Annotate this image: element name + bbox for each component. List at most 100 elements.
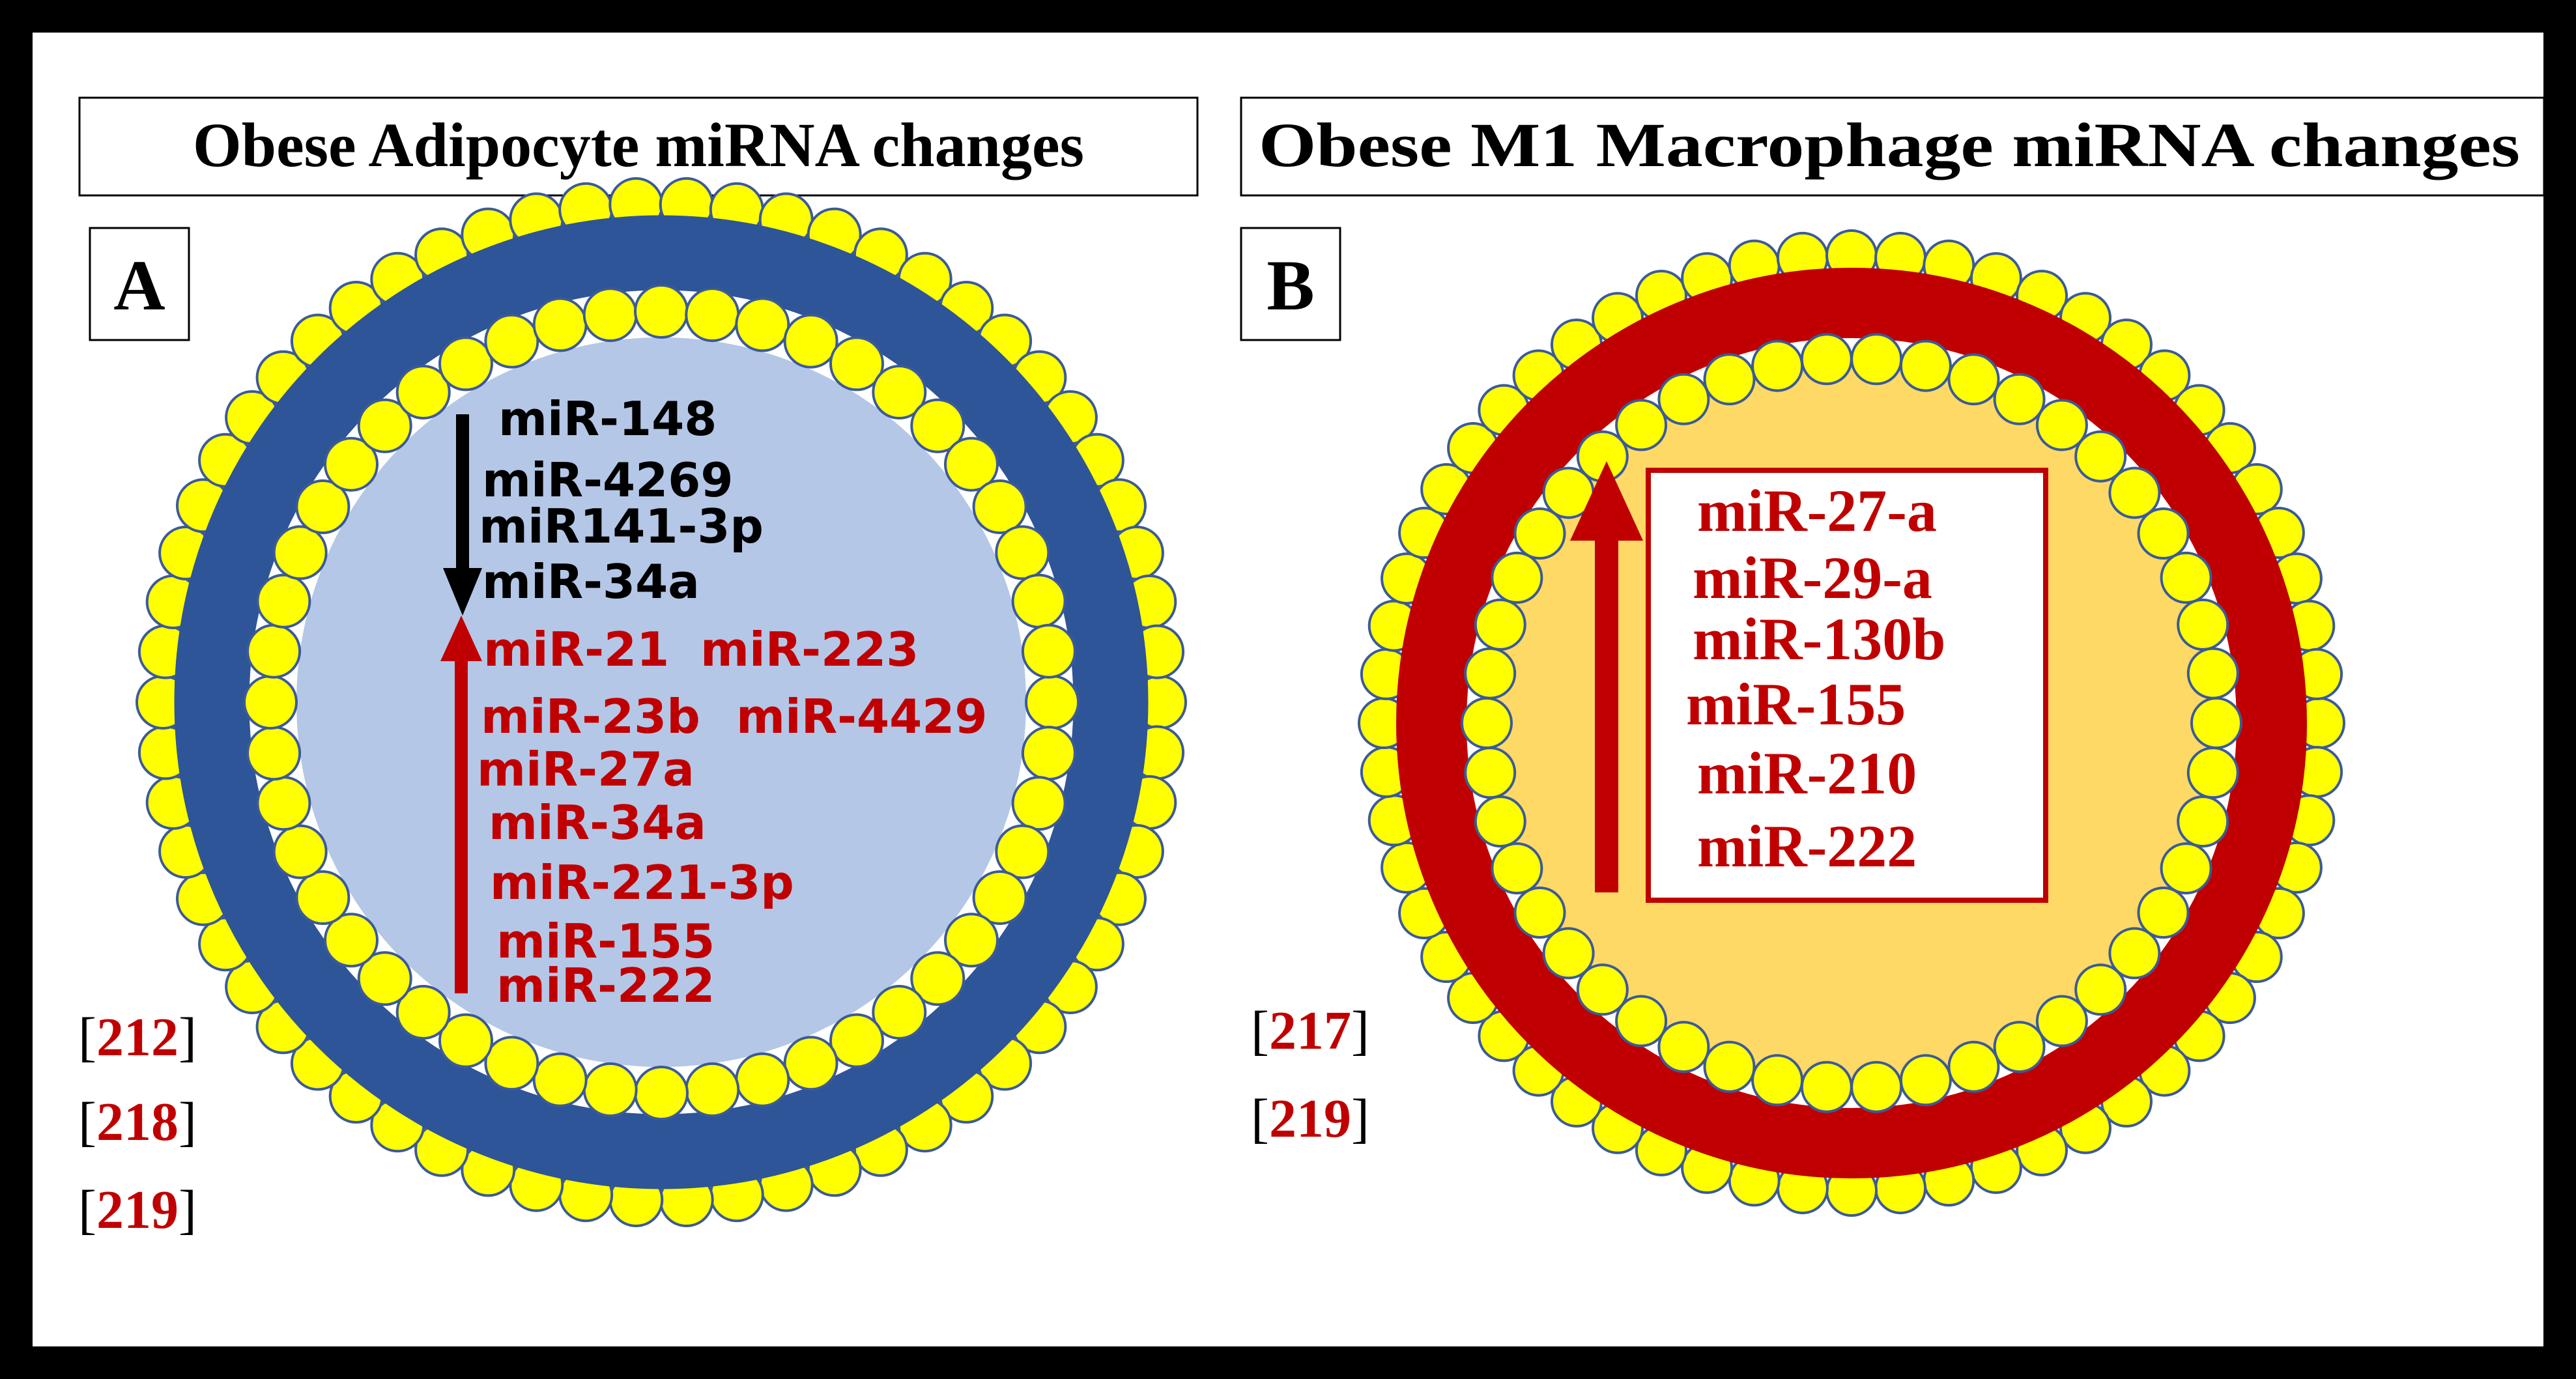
membrane-bead — [972, 870, 1027, 925]
up-mirna: miR-27-a — [1697, 477, 1937, 544]
adipocyte-core — [296, 337, 1026, 1067]
membrane-bead — [1899, 1054, 1952, 1107]
membrane-bead — [256, 776, 311, 831]
up-mirna: miR-155 — [496, 914, 715, 969]
membrane-bead — [1011, 776, 1066, 831]
membrane-bead — [532, 1052, 588, 1107]
macrophage-inner-bead-layer — [1461, 333, 2242, 1113]
membrane-bead — [1615, 995, 1668, 1047]
membrane-bead — [2160, 551, 2212, 604]
membrane-bead — [1751, 1054, 1804, 1107]
membrane-bead — [1491, 842, 1543, 895]
membrane-bead — [256, 573, 311, 629]
membrane-bead — [944, 436, 999, 492]
membrane-bead — [272, 824, 328, 879]
membrane-bead — [944, 913, 999, 968]
membrane-bead — [735, 297, 790, 352]
reference: [212] — [78, 1007, 197, 1068]
membrane-bead — [357, 398, 412, 453]
up-regulation-arrow-a — [440, 616, 482, 993]
membrane-bead — [1542, 927, 1595, 980]
membrane-bead — [295, 870, 351, 925]
membrane-bead — [2190, 697, 2242, 749]
panel-a-label: A — [113, 246, 165, 325]
membrane-bead — [2177, 795, 2229, 848]
panel-a-references: [212] [218] [219] — [78, 1007, 197, 1240]
membrane-bead — [532, 297, 588, 352]
panel-b-references: [217] [219] — [1251, 1001, 1369, 1149]
membrane-bead — [783, 1036, 838, 1091]
panel-b-label: B — [1267, 246, 1314, 325]
membrane-bead — [1474, 598, 1526, 651]
up-mirna: miR-29-a — [1693, 545, 1932, 611]
up-mirna: miR-221-3p — [490, 855, 794, 910]
membrane-bead — [1474, 795, 1526, 848]
membrane-bead — [1576, 963, 1629, 1016]
membrane-bead — [1657, 373, 1710, 425]
down-regulation-arrow — [443, 414, 482, 616]
membrane-bead — [582, 1062, 638, 1117]
membrane-bead — [582, 287, 638, 343]
membrane-bead — [1513, 507, 1566, 560]
membrane-bead — [685, 287, 740, 343]
membrane-bead — [2186, 647, 2239, 700]
membrane-bead — [272, 525, 328, 580]
membrane-bead — [395, 985, 451, 1040]
membrane-bead — [324, 436, 379, 492]
membrane-bead — [1615, 399, 1668, 451]
membrane-bead — [1021, 726, 1076, 781]
macrophage-membrane-ring — [1396, 268, 2307, 1178]
panel-a: Obese Adipocyte miRNA changes A miR-148 … — [78, 96, 1199, 1240]
down-mirna: miR-148 — [498, 391, 717, 446]
membrane-bead — [2035, 995, 2088, 1047]
macrophage-mirna-box — [1646, 468, 2048, 903]
panel-a-title: Obese Adipocyte miRNA changes — [193, 110, 1084, 180]
membrane-bead — [324, 913, 379, 968]
membrane-bead — [1850, 1060, 1903, 1113]
membrane-bead — [1657, 1021, 1710, 1073]
membrane-bead — [872, 985, 927, 1040]
membrane-bead — [1947, 353, 2000, 406]
reference: [218] — [78, 1092, 197, 1152]
up-mirna: miR-27a — [477, 742, 694, 797]
membrane-bead — [2074, 963, 2127, 1016]
membrane-bead — [1899, 339, 1952, 392]
panel-b: Obese M1 Macrophage miRNA changes B miR-… — [1240, 96, 2545, 1217]
adipocyte-membrane-ring — [174, 215, 1149, 1189]
membrane-bead — [910, 398, 966, 453]
membrane-bead — [783, 313, 838, 369]
membrane-bead — [1993, 1021, 2046, 1073]
membrane-bead — [2035, 399, 2088, 451]
up-mirna: miR-210 — [1697, 740, 1917, 806]
membrane-bead — [484, 313, 539, 369]
membrane-bead — [634, 284, 689, 339]
membrane-bead — [995, 824, 1050, 879]
membrane-bead — [295, 479, 351, 534]
membrane-bead — [438, 336, 493, 391]
up-mirna: miR-4429 — [736, 689, 987, 744]
membrane-bead — [1464, 647, 1517, 700]
up-mirna: miR-34a — [489, 795, 706, 850]
membrane-bead — [829, 336, 884, 391]
reference: [217] — [1251, 1001, 1369, 1061]
membrane-bead — [438, 1013, 493, 1068]
membrane-bead — [910, 951, 966, 1006]
membrane-bead — [1703, 353, 1756, 406]
adipocyte-inner-bead-layer — [243, 284, 1080, 1120]
membrane-bead — [2160, 842, 2212, 895]
membrane-bead — [735, 1052, 790, 1107]
membrane-bead — [246, 726, 302, 781]
up-mirna: miR-155 — [1686, 671, 1906, 737]
membrane-bead — [357, 951, 412, 1006]
adipocyte-cell — [136, 177, 1187, 1227]
membrane-bead — [246, 623, 302, 679]
up-mirna: miR-223 — [700, 622, 919, 677]
panel-a-label-box — [89, 227, 190, 341]
membrane-bead — [1850, 333, 1903, 386]
membrane-bead — [872, 365, 927, 419]
up-mirna: miR-130b — [1693, 606, 1945, 672]
up-mirna-list-b: miR-27-a miR-29-a miR-130b miR-155 miR-2… — [1686, 477, 1945, 879]
membrane-bead — [2074, 430, 2127, 483]
membrane-bead — [1751, 339, 1804, 392]
